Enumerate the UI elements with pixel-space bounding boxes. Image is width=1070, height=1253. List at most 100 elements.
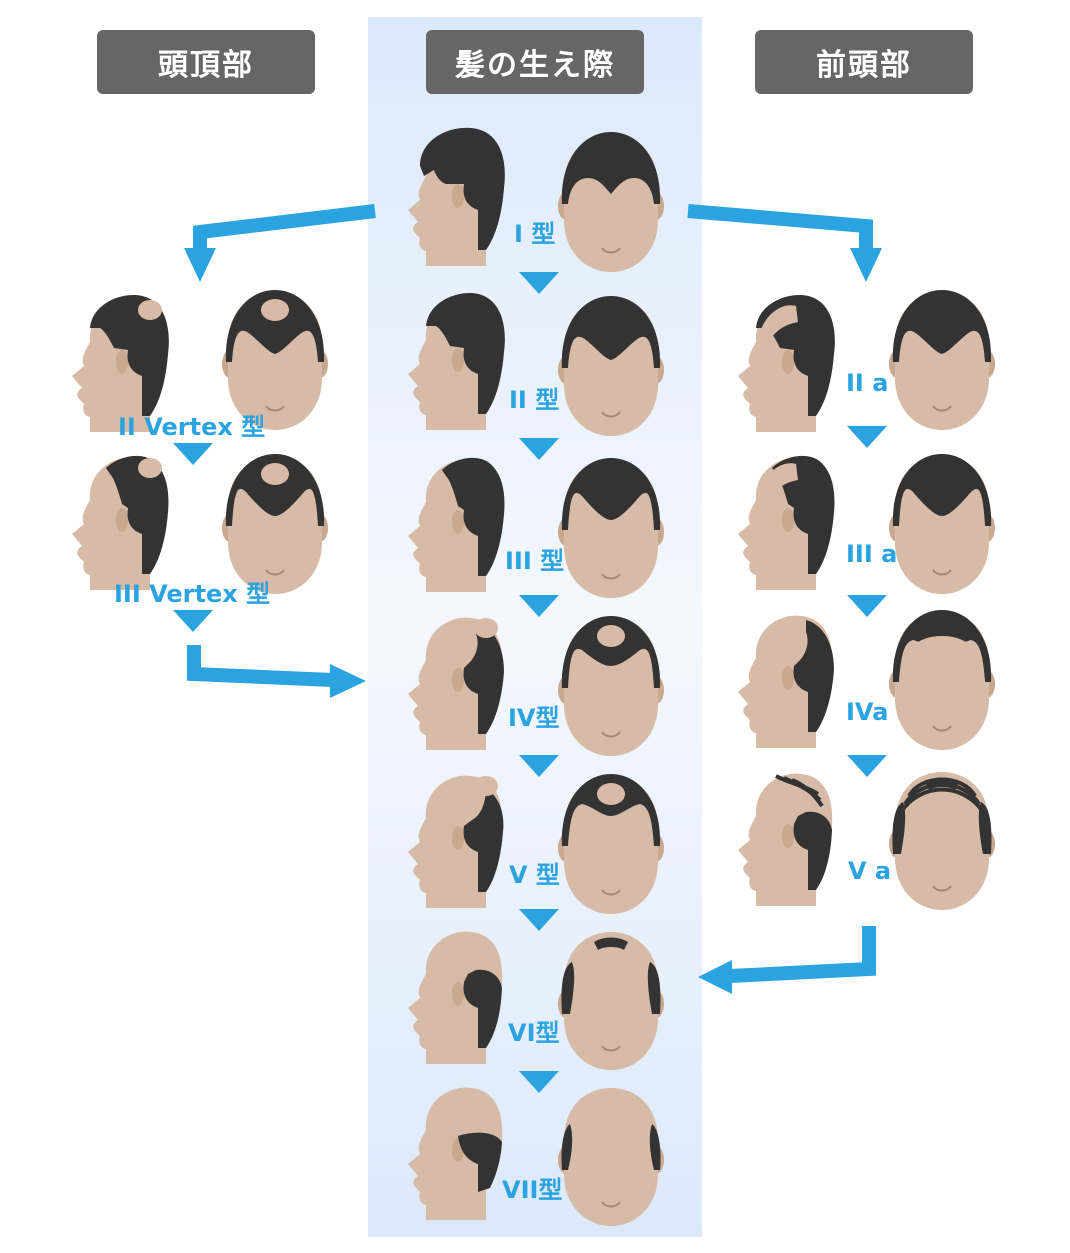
down-arrow-left-2: [173, 610, 213, 632]
crown-thinning: [261, 463, 289, 485]
mouth: [601, 889, 621, 896]
front-head-type-2a: [889, 290, 995, 430]
front-head-type-5: [558, 774, 664, 914]
down-arrow-right-3: [847, 755, 887, 777]
front-recession: [760, 463, 798, 498]
mouth: [601, 1201, 621, 1208]
combover-strand: [899, 787, 985, 814]
front-hair: [892, 454, 992, 526]
side-hair: [793, 620, 834, 732]
mouth: [932, 405, 952, 412]
front-hair: [561, 458, 661, 530]
label-type-4a: IVa: [846, 698, 889, 726]
front-head-type-3-vertex: [222, 454, 328, 594]
down-arrow-center-4: [519, 755, 559, 777]
front-face: [564, 932, 658, 1070]
header-crown: 頭頂部: [97, 30, 315, 94]
side-hair: [106, 455, 169, 574]
mouth: [932, 885, 952, 892]
side-head-type-2: [408, 292, 505, 430]
label-type-5: V 型: [509, 861, 560, 889]
side-head-type-3: [408, 457, 505, 592]
side-head-type-6: [408, 931, 503, 1064]
side-head-type-5: [408, 775, 504, 908]
ear: [116, 508, 128, 532]
down-arrow-center-5: [519, 909, 559, 931]
side-head-type-4a: [738, 615, 834, 748]
crown-thinning: [597, 783, 625, 805]
front-face: [564, 776, 658, 914]
side-head-type-3-vertex: [72, 455, 169, 590]
header-hairline: 髪の生え際: [426, 30, 644, 94]
arrow-to-crown: [184, 204, 376, 282]
arrow-head: [184, 248, 216, 282]
side-head-type-3a: [738, 455, 835, 590]
label-type-4: IV型: [508, 704, 560, 732]
label-type-6: VI型: [508, 1019, 560, 1047]
side-head-type-4: [408, 617, 504, 750]
arrow-head: [850, 248, 882, 282]
ear: [782, 824, 794, 848]
ear: [452, 348, 464, 372]
label-type-2-vertex: II Vertex 型: [118, 413, 266, 441]
label-type-7: VII型: [502, 1176, 563, 1204]
mouth: [265, 569, 285, 576]
front-hair: [561, 296, 661, 368]
side-hair: [772, 455, 835, 574]
side-head-type-2-vertex: [72, 294, 169, 432]
ear: [452, 826, 464, 850]
label-type-5a: V a: [848, 857, 892, 885]
front-hair: [225, 290, 325, 362]
arrow-shaft: [687, 204, 873, 250]
front-head-type-6: [558, 932, 664, 1070]
arrow-head: [698, 960, 732, 994]
mouth: [932, 569, 952, 576]
down-arrow-right-1: [847, 426, 887, 448]
crown-thinning: [138, 300, 162, 320]
label-type-2a: II a: [846, 369, 889, 397]
front-head-type-3a: [889, 454, 995, 594]
label-type-1: I 型: [514, 220, 556, 248]
ear: [116, 350, 128, 374]
front-face: [564, 1088, 658, 1226]
arrow-head: [330, 664, 366, 698]
ear: [782, 350, 794, 374]
front-hair: [225, 454, 325, 526]
front-head-type-2-vertex: [222, 290, 328, 430]
down-arrow-center-1: [519, 272, 559, 294]
side-hair: [463, 788, 504, 892]
arrow-type5a-to-type6: [698, 926, 876, 994]
ear: [452, 184, 464, 208]
front-bald-area: [899, 636, 985, 682]
front-hair: [561, 616, 661, 688]
side-head-type-7: [408, 1087, 503, 1220]
side-hair: [463, 969, 502, 1048]
front-hair: [561, 774, 661, 846]
mouth: [601, 731, 621, 738]
front-head-type-5a: [889, 772, 995, 910]
down-arrow-center-3: [519, 595, 559, 617]
ear: [782, 508, 794, 532]
crown-thinning: [474, 776, 498, 796]
crown-thinning: [261, 299, 289, 321]
front-head-type-4: [558, 616, 664, 756]
combover-strand: [907, 777, 977, 798]
front-hair: [892, 290, 992, 362]
side-hair: [793, 811, 832, 890]
front-recession: [760, 621, 798, 656]
side-hair: [420, 127, 505, 250]
mouth: [601, 573, 621, 580]
combover-strand: [903, 782, 981, 806]
front-head-type-3: [558, 458, 664, 598]
arrow-to-front: [687, 204, 882, 282]
front-recession: [760, 305, 798, 340]
arrow-shaft: [193, 204, 376, 250]
side-hair: [442, 457, 505, 576]
side-head-type-1: [408, 127, 505, 266]
side-hair: [426, 292, 505, 414]
mouth: [932, 725, 952, 732]
arrow-shaft: [729, 926, 876, 983]
front-head-type-2: [558, 296, 664, 436]
label-type-3: III 型: [505, 547, 565, 575]
